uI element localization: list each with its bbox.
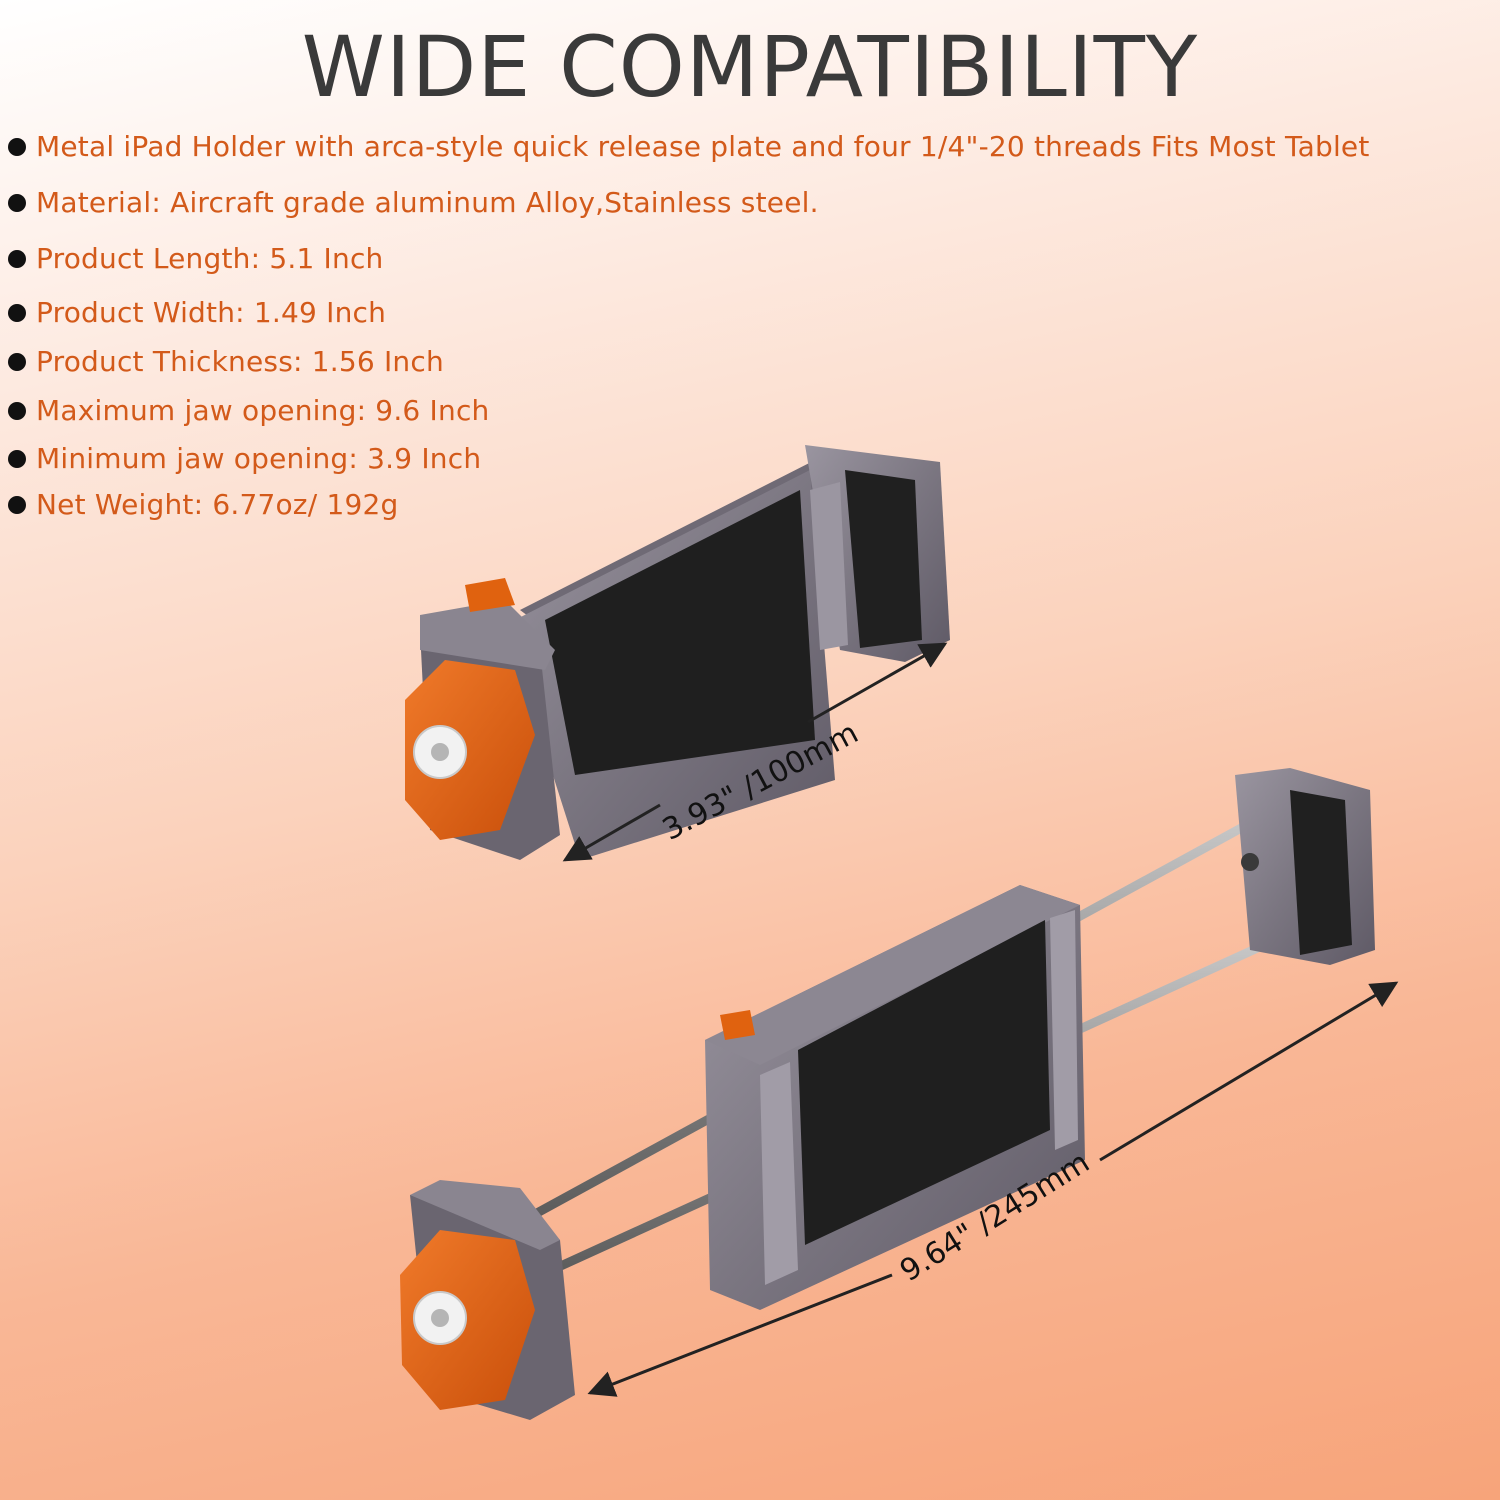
spec-text: Product Length: 5.1 Inch — [36, 242, 384, 275]
dimension-arrow-left — [587, 1273, 893, 1397]
spec-item: Minimum jaw opening: 3.9 Inch — [8, 442, 481, 475]
clamp-top — [420, 600, 555, 670]
dimension-arrow-left — [562, 803, 661, 862]
jaw-pad — [845, 470, 922, 648]
knob — [400, 1230, 535, 1410]
bullet-icon — [8, 303, 26, 322]
page-title: WIDE COMPATIBILITY — [301, 18, 1199, 116]
center-slot — [760, 1062, 798, 1285]
knob — [405, 660, 535, 840]
closed-holder — [405, 445, 950, 860]
side-knob — [465, 578, 515, 612]
thread-hole-icon — [1241, 853, 1259, 871]
bullet-icon — [8, 495, 26, 514]
screw-head — [431, 743, 449, 761]
spec-item: Product Width: 1.49 Inch — [8, 296, 386, 329]
bullet-icon — [8, 249, 26, 268]
bullet-icon — [8, 137, 26, 156]
spec-text: Product Width: 1.49 Inch — [36, 296, 387, 329]
spec-text: Maximum jaw opening: 9.6 Inch — [36, 394, 490, 427]
spec-text: Minimum jaw opening: 3.9 Inch — [36, 442, 482, 475]
grip-pad — [545, 490, 815, 775]
center-pad — [798, 920, 1050, 1245]
spec-item: Product Thickness: 1.56 Inch — [8, 345, 444, 378]
spec-text: Net Weight: 6.77oz/ 192g — [36, 488, 399, 521]
bullet-icon — [8, 352, 26, 371]
spec-text: Material: Aircraft grade aluminum Alloy,… — [36, 186, 819, 219]
spec-item: Metal iPad Holder with arca-style quick … — [8, 130, 1370, 163]
screw-head — [431, 1309, 449, 1327]
center-slot — [1050, 910, 1078, 1150]
dimension-arrow-right — [807, 642, 948, 724]
spec-item: Material: Aircraft grade aluminum Alloy,… — [8, 186, 819, 219]
end-jaw-pad — [1290, 790, 1352, 955]
center-top — [705, 885, 1080, 1065]
jaw-edge — [810, 482, 848, 650]
spec-text: Product Thickness: 1.56 Inch — [36, 345, 444, 378]
spec-item: Maximum jaw opening: 9.6 Inch — [8, 394, 490, 427]
spec-item: Net Weight: 6.77oz/ 192g — [8, 488, 398, 521]
dimension-arrow-right — [1099, 981, 1399, 1162]
clamp-top — [410, 1180, 560, 1250]
bullet-icon — [8, 449, 26, 468]
spec-item: Product Length: 5.1 Inch — [8, 242, 384, 275]
side-knob — [720, 1010, 755, 1040]
spec-text: Metal iPad Holder with arca-style quick … — [36, 130, 1370, 163]
bullet-icon — [8, 401, 26, 420]
extended-holder — [400, 768, 1375, 1420]
bullet-icon — [8, 193, 26, 212]
